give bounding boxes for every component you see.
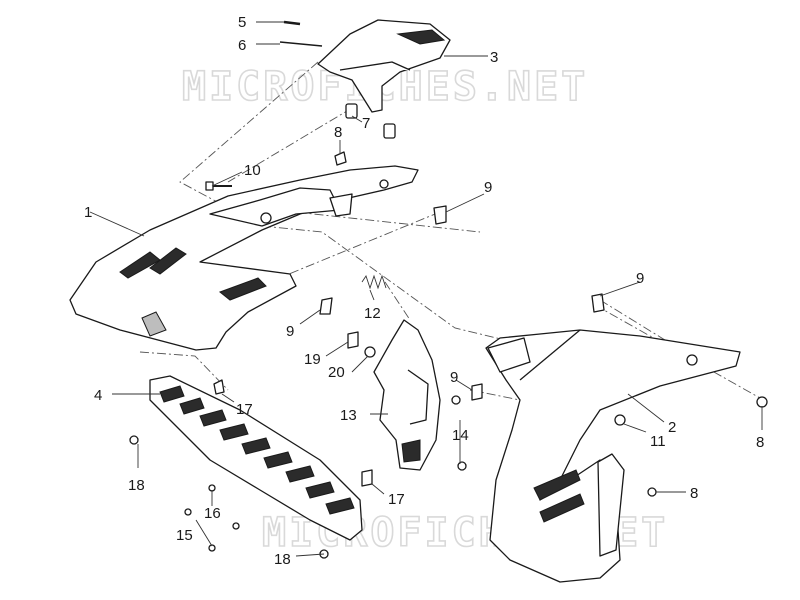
part-4-radiator-grill (149, 375, 363, 541)
callout-8-right: 8 (756, 434, 764, 451)
part-5-pin (283, 20, 301, 26)
callout-16: 16 (204, 505, 221, 522)
callout-9-b: 9 (286, 323, 294, 340)
callout-5: 5 (238, 14, 246, 31)
callout-3: 3 (490, 49, 498, 66)
part-1-left-fairing (69, 165, 419, 351)
part-7-spacers (345, 103, 396, 139)
callout-9-d: 9 (450, 369, 458, 386)
part-9-clip-c (591, 293, 605, 313)
callout-20: 20 (328, 364, 345, 381)
callout-6: 6 (238, 37, 246, 54)
assembly-dash-lines (139, 61, 761, 401)
callout-13: 13 (340, 407, 357, 424)
callout-labels: 5 6 3 7 8 10 1 9 9 12 9 19 20 9 13 14 4 … (84, 14, 764, 568)
part-12-spring (361, 274, 387, 290)
callout-leaders (89, 21, 763, 557)
callout-17-b: 17 (388, 491, 405, 508)
callout-7: 7 (362, 115, 370, 132)
part-8-screw-top (334, 151, 347, 166)
part-8-screw-lower (647, 487, 657, 497)
part-11-nut (614, 414, 626, 426)
callout-18-b: 18 (274, 551, 291, 568)
callout-18-a: 18 (128, 477, 145, 494)
callout-8-lower: 8 (690, 485, 698, 502)
part-6-rod (279, 41, 323, 47)
callout-4: 4 (94, 387, 102, 404)
part-3-upper-cover (317, 19, 451, 113)
part-20-washer (364, 346, 376, 358)
callout-15: 15 (176, 527, 193, 544)
part-19-clip (347, 331, 359, 349)
callout-11: 11 (650, 433, 666, 450)
callout-9-a: 9 (484, 179, 492, 196)
callout-12: 12 (364, 305, 381, 322)
part-9-clip-d (471, 383, 483, 401)
part-9-clip-b (319, 297, 333, 315)
callout-1: 1 (84, 204, 92, 221)
callout-9-c: 9 (636, 270, 644, 287)
callout-17-a: 17 (236, 401, 253, 418)
callout-2: 2 (668, 419, 676, 436)
callout-19: 19 (304, 351, 321, 368)
part-8-screw-right (756, 396, 768, 408)
part-14-screws (451, 395, 467, 471)
callout-8-top: 8 (334, 124, 342, 141)
callout-10: 10 (244, 162, 261, 179)
part-2-right-fairing (485, 329, 741, 583)
part-9-clip-a (433, 205, 447, 225)
callout-14: 14 (452, 427, 469, 444)
part-13-inner-bracket (373, 319, 441, 471)
